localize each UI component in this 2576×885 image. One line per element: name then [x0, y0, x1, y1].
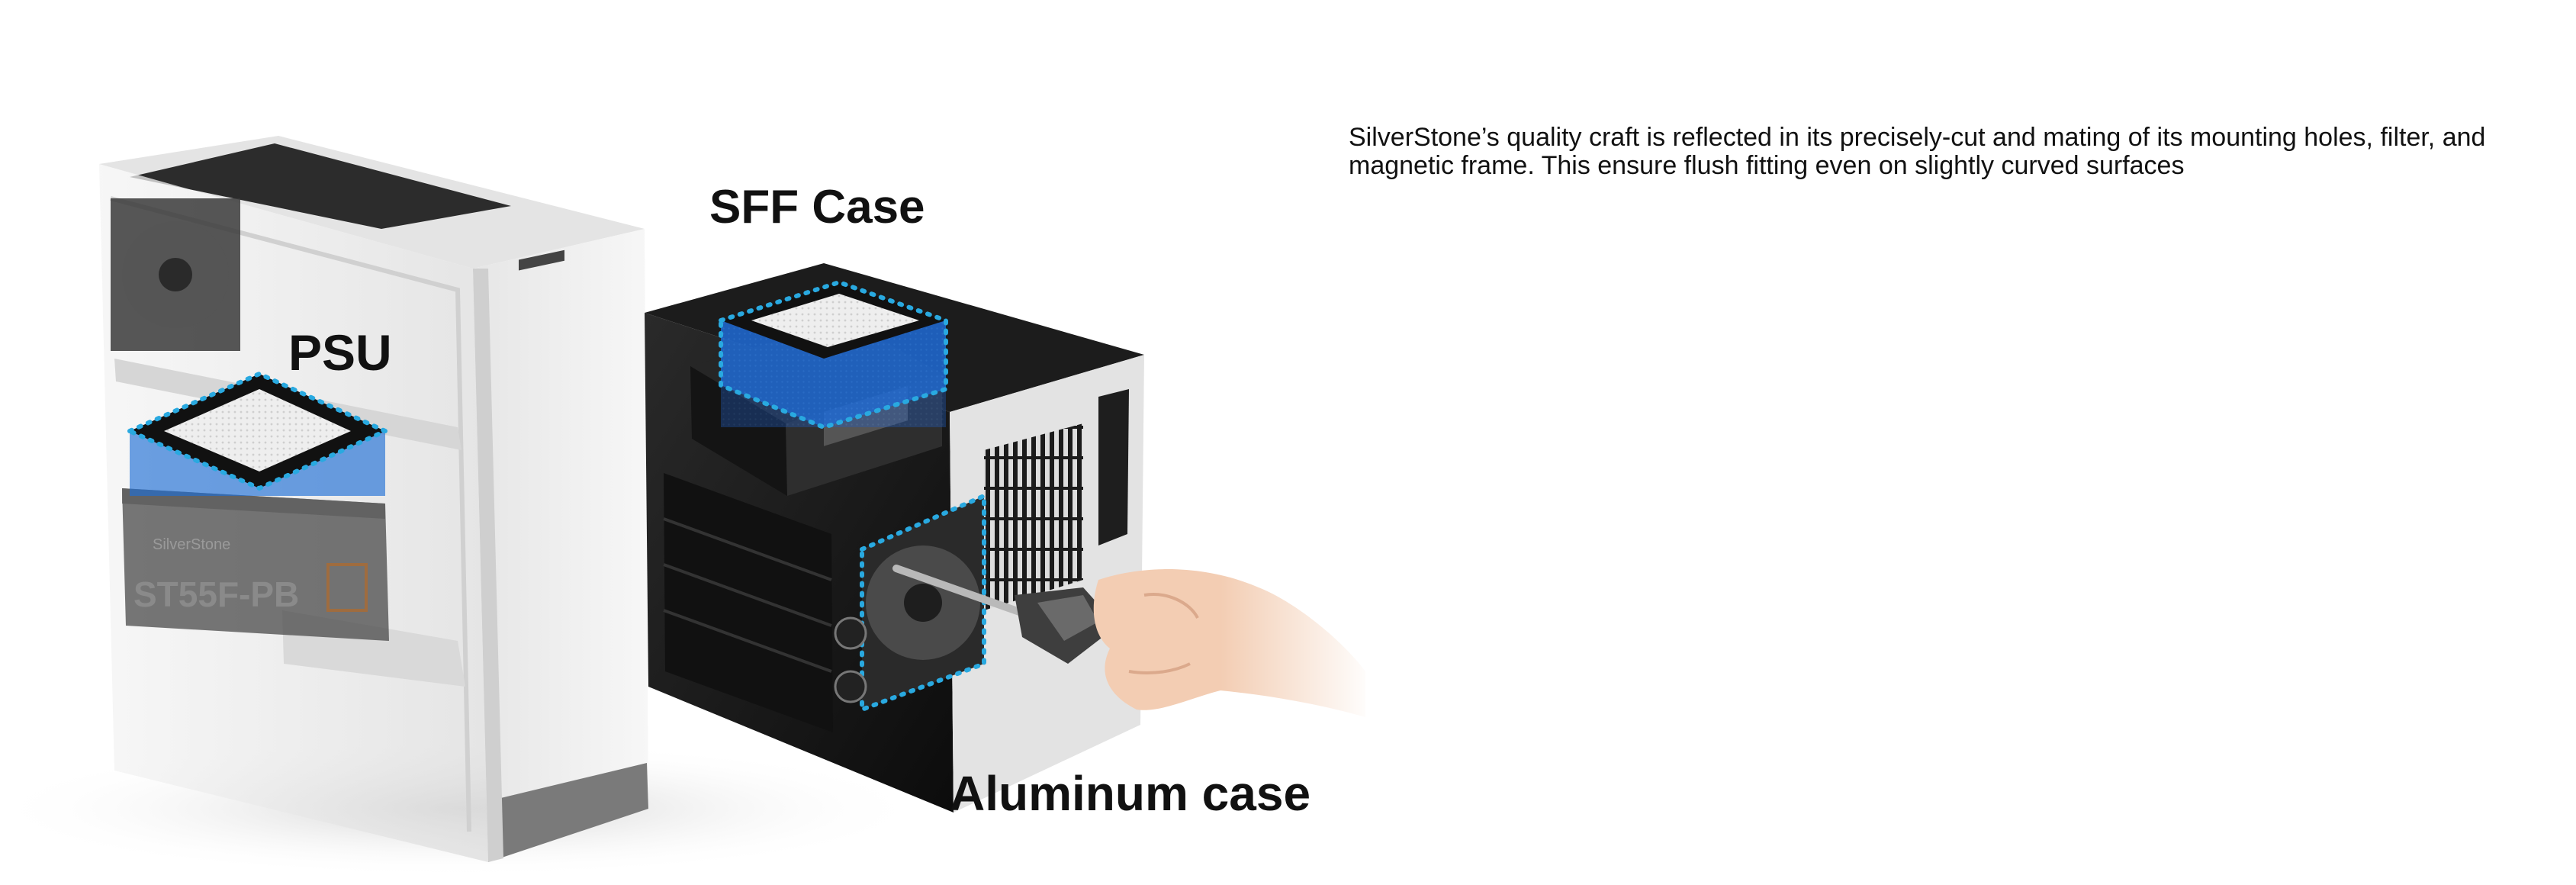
- psu-unit: ST55F-PB SilverStone: [122, 488, 389, 641]
- description-text: SilverStone’s quality craft is reflected…: [1349, 123, 2486, 180]
- psu-model-label: ST55F-PB: [133, 574, 299, 614]
- sff-filter-highlight: [719, 279, 948, 430]
- psu-filter-highlight: [124, 371, 391, 496]
- psu-label: PSU: [288, 324, 392, 381]
- product-illustration: ST55F-PB SilverStone: [0, 136, 1373, 877]
- psu-brand-badge: SilverStone: [153, 536, 230, 553]
- black-sff-case: [645, 263, 1144, 813]
- screwdriver-and-hand: [892, 534, 1373, 763]
- sff-case-label: SFF Case: [709, 181, 925, 233]
- aluminum-case-label: Aluminum case: [950, 766, 1311, 821]
- rear-fan-filter: [834, 492, 986, 713]
- case-fan: [111, 198, 240, 351]
- white-tower-case: ST55F-PB SilverStone: [99, 136, 648, 862]
